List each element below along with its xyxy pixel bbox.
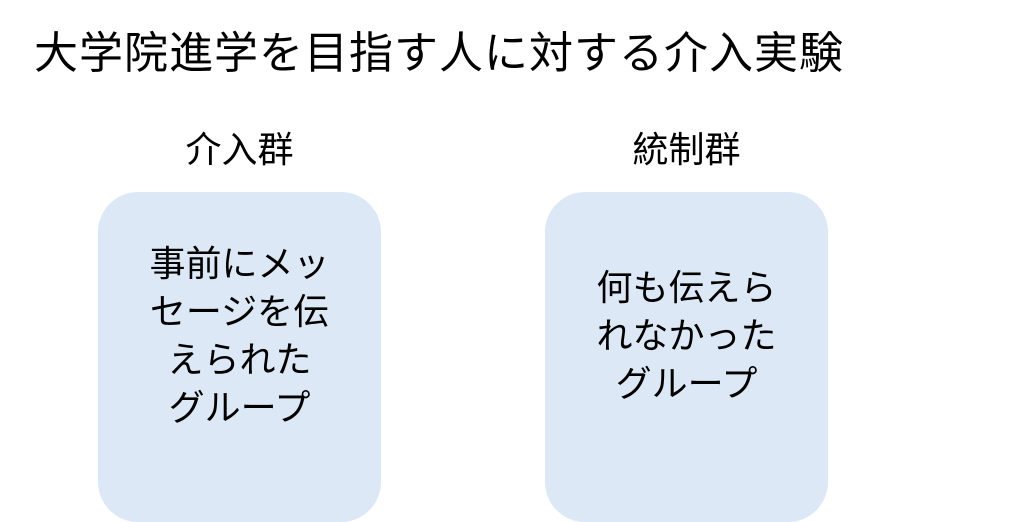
slide-title: 大学院進学を目指す人に対する介入実験 xyxy=(34,28,844,79)
intervention-group-label: 介入群 xyxy=(185,130,294,171)
control-group-box: 何も伝えら れなかった グループ xyxy=(545,192,828,522)
control-group-description: 何も伝えら れなかった グループ xyxy=(596,268,777,405)
intervention-group-box: 事前にメッ セージを伝 えられた グループ xyxy=(98,192,381,522)
control-group-label: 統制群 xyxy=(632,130,741,171)
intervention-group-description: 事前にメッ セージを伝 えられた グループ xyxy=(149,244,330,429)
